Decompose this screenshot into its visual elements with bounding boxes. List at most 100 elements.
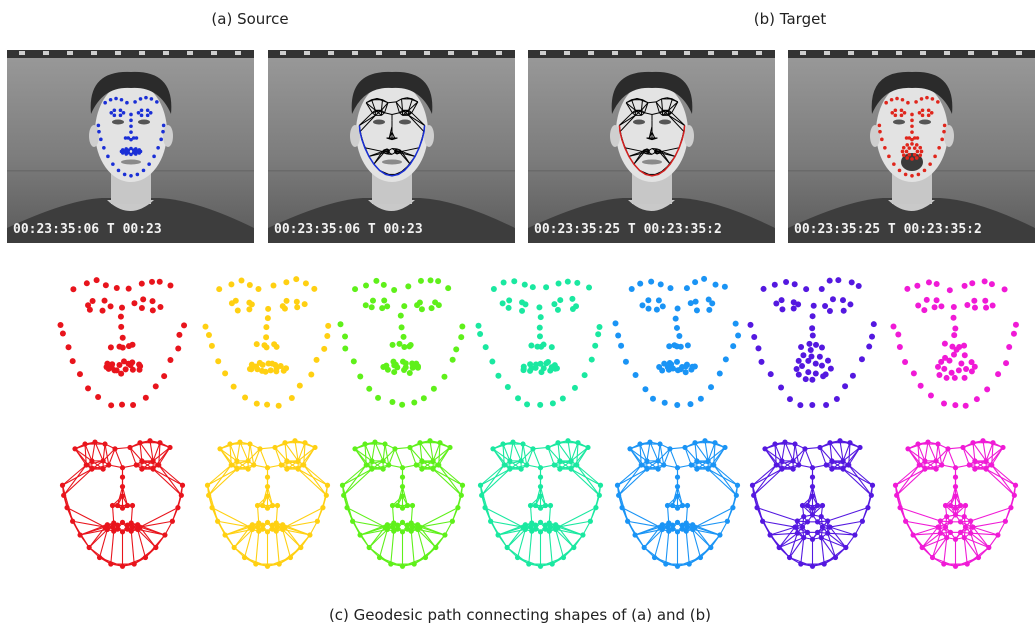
mesh-node-c1	[169, 518, 175, 524]
path-dot-c5	[716, 370, 723, 377]
path-dot-c6	[771, 281, 778, 288]
landmark-dot	[126, 150, 131, 155]
landmark-dot	[129, 152, 133, 157]
path-dot-c5	[732, 320, 739, 327]
mesh-edge	[255, 531, 260, 565]
mesh-node-c2	[245, 466, 251, 472]
mesh-node-c1	[139, 466, 145, 472]
mesh-node-c3	[427, 438, 433, 444]
mesh-node-c6	[776, 544, 782, 551]
path-dot-c3	[392, 361, 399, 368]
path-dot-c4	[554, 306, 561, 313]
landmark-dot	[126, 148, 131, 152]
path-dot-c7	[1001, 286, 1008, 293]
path-dot-c1	[107, 303, 114, 310]
mesh-edge	[282, 529, 302, 548]
path-dot-c5	[687, 300, 694, 307]
mesh-node-c3	[380, 466, 386, 472]
mesh-node-c6	[865, 505, 871, 511]
mesh-edge	[62, 464, 87, 486]
mesh-edge	[410, 531, 415, 565]
mesh-node-c4	[553, 522, 559, 528]
mesh-node-c7	[972, 458, 978, 464]
mesh-node-c1	[104, 522, 110, 528]
mesh-edge	[842, 447, 861, 462]
mesh-node-c1	[178, 492, 184, 498]
path-dot-c1	[157, 303, 164, 310]
mesh-node-c6	[859, 518, 865, 524]
mesh-edge	[275, 531, 280, 565]
path-dot-c4	[586, 284, 593, 291]
mesh-node-c7	[922, 466, 928, 472]
path-mesh-c5	[616, 440, 739, 567]
landmark-dot	[937, 146, 941, 150]
mesh-node-c5	[657, 441, 663, 447]
mesh-edge	[236, 441, 241, 461]
mesh-node-c4	[571, 544, 577, 551]
mesh-node-c5	[614, 482, 621, 488]
path-dot-c1	[181, 322, 188, 329]
mesh-node-c2	[284, 458, 290, 464]
path-dot-c5	[730, 343, 737, 350]
mesh-node-c2	[209, 505, 215, 511]
mesh-node-c1	[147, 438, 153, 444]
path-dot-c7	[961, 374, 968, 381]
path-dot-c7	[1010, 330, 1017, 337]
path-dot-c4	[475, 322, 482, 329]
mesh-node-c2	[254, 502, 261, 509]
path-dot-c2	[267, 367, 274, 374]
path-dot-c3	[406, 370, 413, 377]
mesh-edge	[649, 148, 653, 151]
mesh-node-c1	[89, 466, 95, 472]
landmark-dot	[137, 148, 142, 152]
shirt	[7, 198, 254, 243]
mesh-edge	[666, 505, 670, 524]
mesh-edge	[661, 147, 680, 152]
landmark-dot	[118, 113, 123, 118]
landmark-dot	[901, 153, 906, 158]
mesh-node-c1	[135, 522, 141, 528]
mesh-edge	[668, 114, 685, 126]
landmark-dot	[929, 111, 934, 115]
path-dot-c5	[693, 307, 700, 314]
mesh-node-c6	[751, 492, 757, 498]
path-dot-c6	[790, 305, 797, 312]
mesh-edge	[631, 99, 636, 111]
scan-tick	[424, 51, 430, 55]
mesh-edge	[432, 447, 451, 462]
mesh-node-c5	[686, 561, 692, 567]
left-ear	[350, 125, 360, 147]
path-dot-c4	[477, 331, 484, 338]
path-dot-c1	[156, 278, 163, 285]
mesh-node-c6	[772, 441, 778, 447]
mesh-node-c3	[339, 482, 346, 488]
mesh-edge	[625, 102, 633, 114]
hair	[351, 71, 433, 114]
timestamp-overlay: 00:23:35:06 T 00:23	[274, 222, 423, 237]
mesh-node-c5	[664, 524, 671, 530]
mesh-edge	[506, 526, 524, 548]
landmark-dot	[114, 96, 118, 101]
path-dot-c5	[612, 320, 619, 327]
mesh-node-c5	[688, 462, 694, 468]
path-dot-c1	[176, 331, 183, 338]
mesh-edge	[259, 448, 269, 468]
landmark-dot	[919, 149, 924, 154]
mesh-edge	[88, 529, 108, 548]
path-dot-c7	[961, 352, 968, 359]
landmark-dot	[125, 100, 129, 105]
mesh-node-c1	[119, 465, 126, 471]
path-dot-c1	[130, 401, 137, 408]
mesh-edge	[647, 101, 657, 104]
path-dot-c1	[57, 322, 64, 329]
mesh-node-c7	[916, 462, 922, 468]
mesh-node-c5	[702, 438, 708, 444]
path-dot-c7	[941, 365, 948, 372]
mesh-edge	[935, 448, 949, 462]
path-dot-c7	[933, 297, 940, 304]
mesh-node-c3	[409, 524, 416, 530]
mesh-edge	[557, 507, 597, 528]
mesh-edge	[91, 441, 96, 461]
mesh-node-c7	[957, 502, 964, 509]
landmark-dot	[905, 143, 910, 147]
